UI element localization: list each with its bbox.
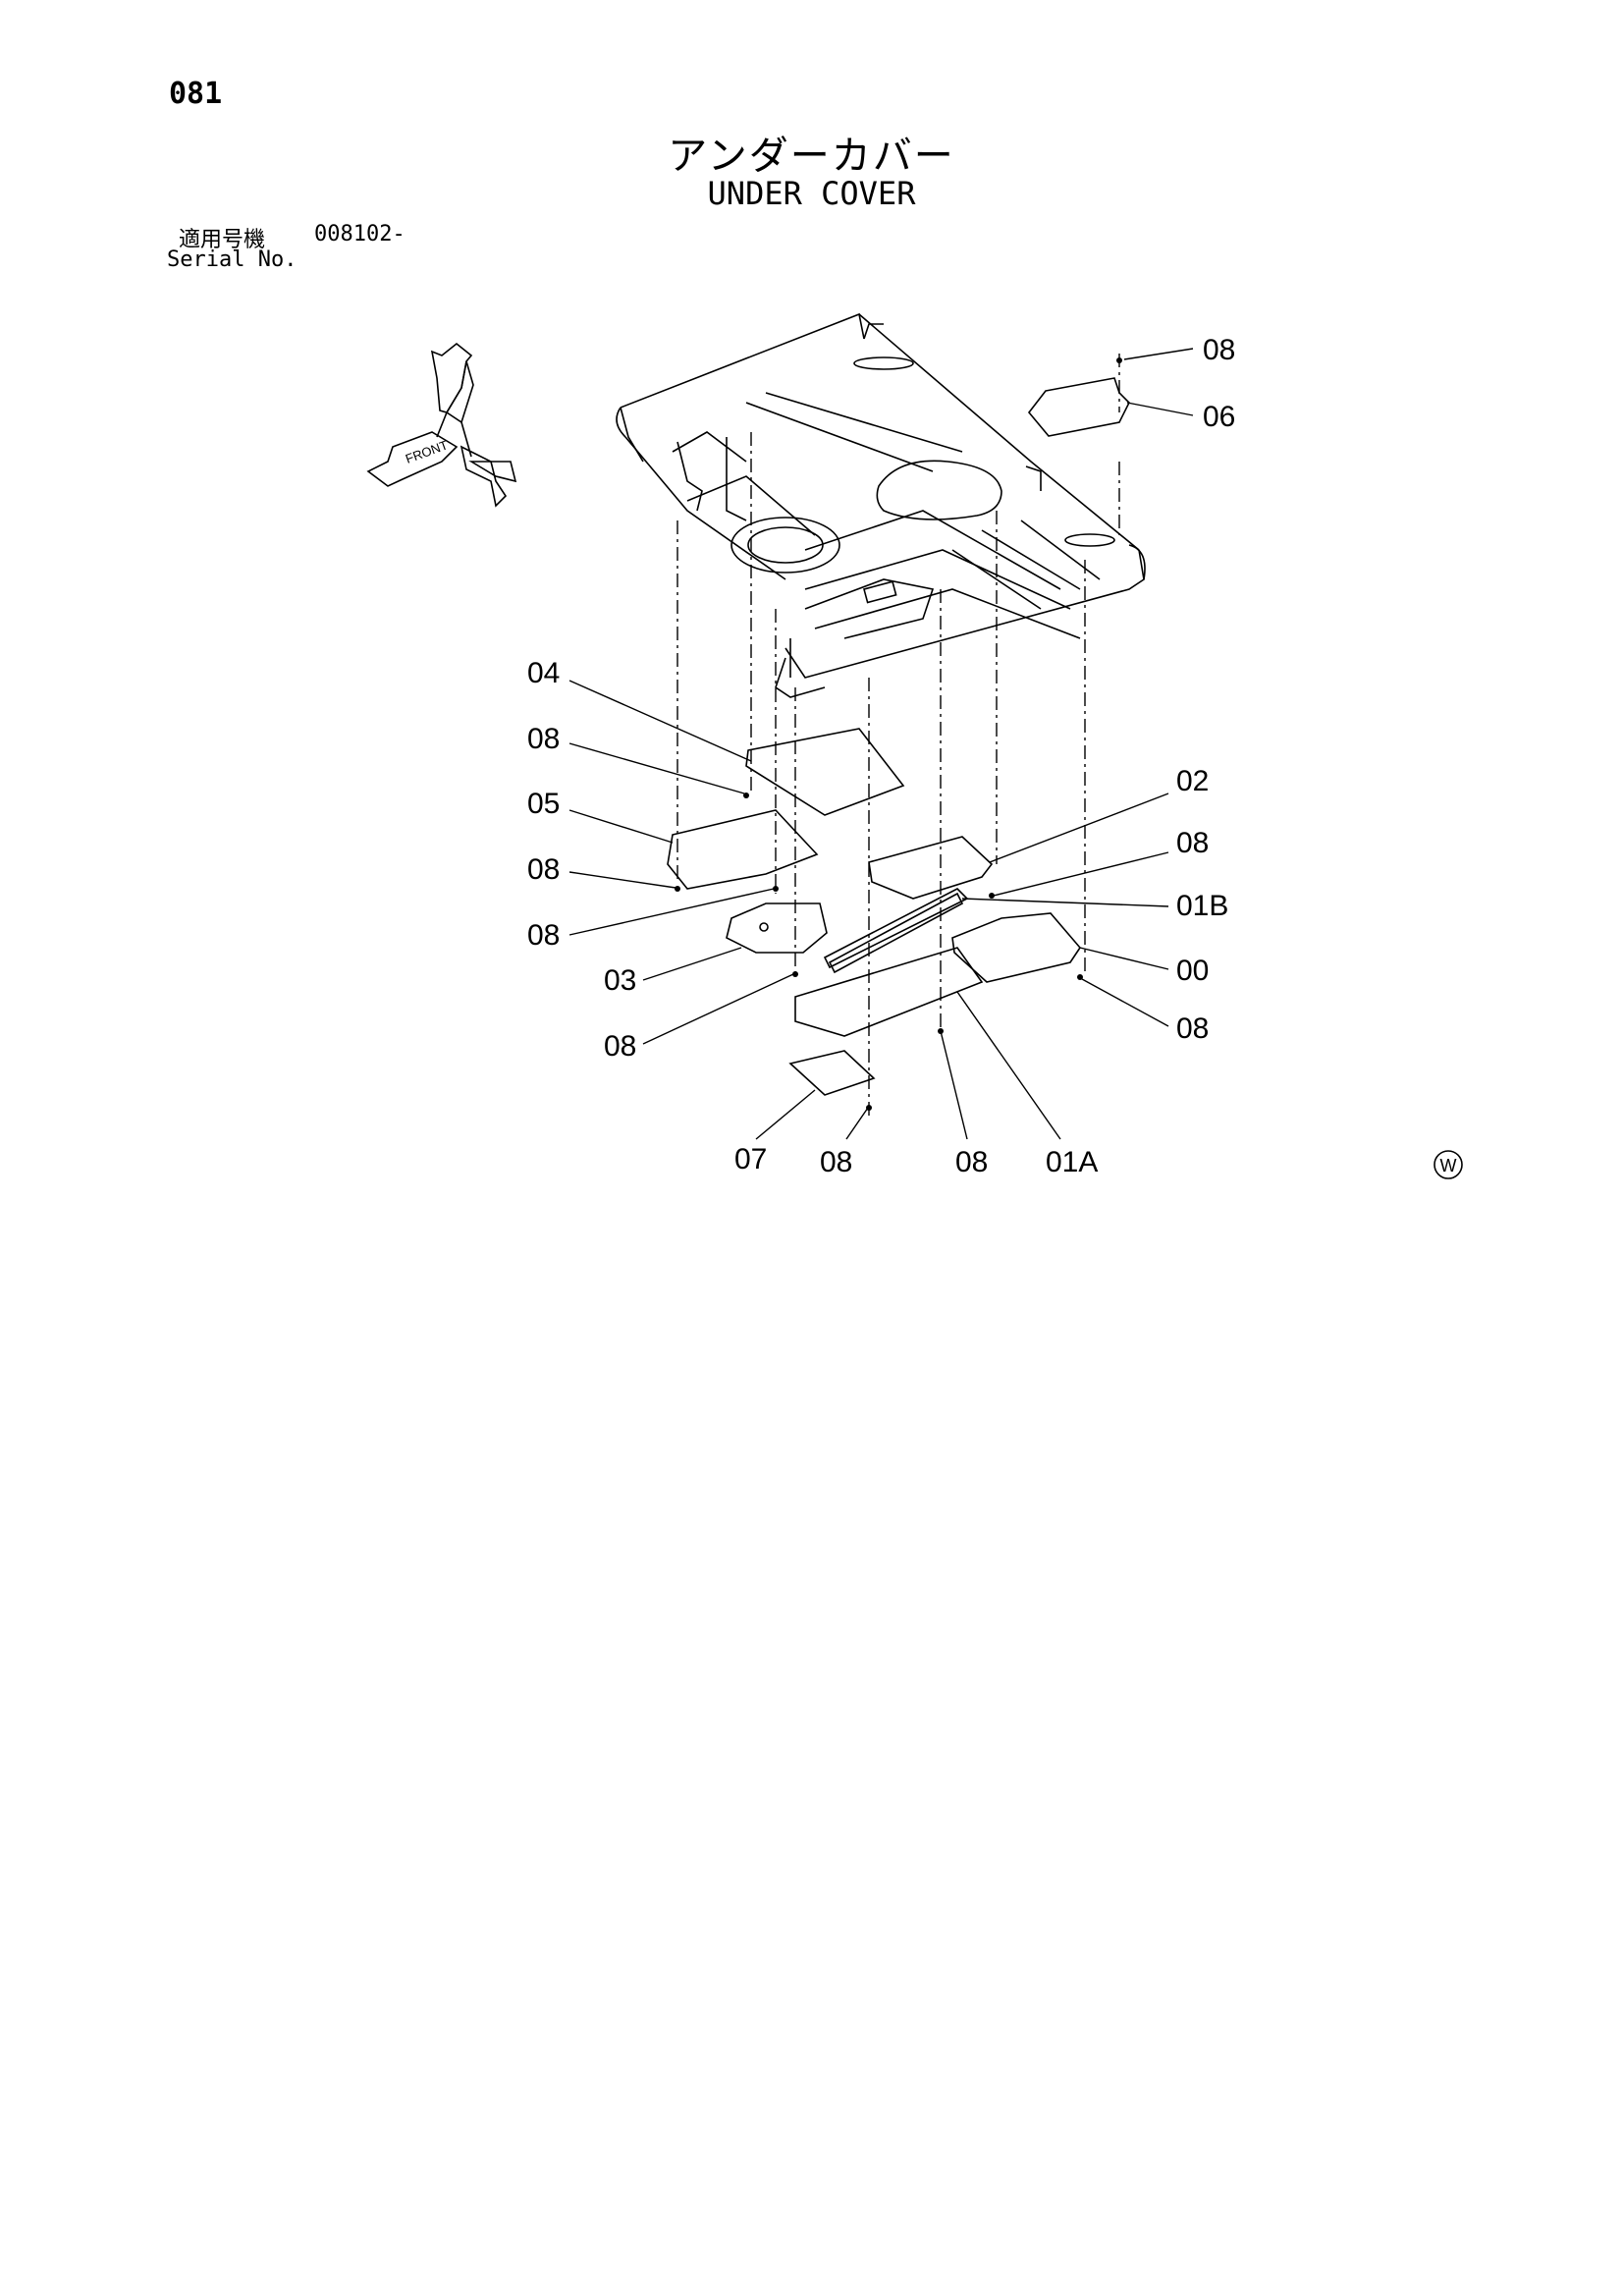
callout-00: 00: [1176, 955, 1209, 987]
callout-08-d: 08: [604, 1030, 636, 1063]
page-title: UNDER COVER: [707, 175, 916, 212]
page-title-japanese: アンダーカバー: [668, 134, 955, 179]
serial-number-value: 008102-: [314, 222, 406, 246]
serial-label: Serial No.: [167, 247, 298, 272]
bolt-markers: [675, 357, 1122, 1111]
callout-08-f: 08: [1176, 1012, 1209, 1045]
assembly-centerlines: [676, 354, 1120, 1120]
callout-08-g: 08: [820, 1146, 852, 1178]
main-frame-drawing: [616, 312, 1146, 698]
callout-labels: 08 06 04 08 05 08 08 03 08 02 08 01B 00 …: [527, 334, 1235, 1178]
direction-compass-icon: FRONT: [366, 342, 517, 508]
callout-05: 05: [527, 788, 560, 820]
callout-08-c: 08: [527, 919, 560, 952]
callout-leaders: [568, 348, 1194, 1140]
callout-07: 07: [734, 1143, 767, 1175]
callout-04: 04: [527, 657, 560, 689]
compass-front-label: FRONT: [404, 437, 450, 465]
callout-08-a: 08: [527, 723, 560, 755]
callout-03: 03: [604, 964, 636, 997]
callout-06: 06: [1203, 401, 1235, 433]
callout-08-h: 08: [955, 1146, 988, 1178]
callout-01A: 01A: [1046, 1146, 1098, 1178]
callout-01B: 01B: [1176, 890, 1228, 922]
callout-08-top: 08: [1203, 334, 1235, 366]
serial-label-japanese: 適用号機: [179, 228, 266, 252]
callout-08-e: 08: [1176, 827, 1209, 859]
callout-08-b: 08: [527, 853, 560, 886]
svg-text:W: W: [1440, 1156, 1457, 1175]
circled-w-mark: W: [1434, 1150, 1463, 1179]
page-number: 081: [169, 77, 223, 111]
callout-02: 02: [1176, 765, 1209, 797]
